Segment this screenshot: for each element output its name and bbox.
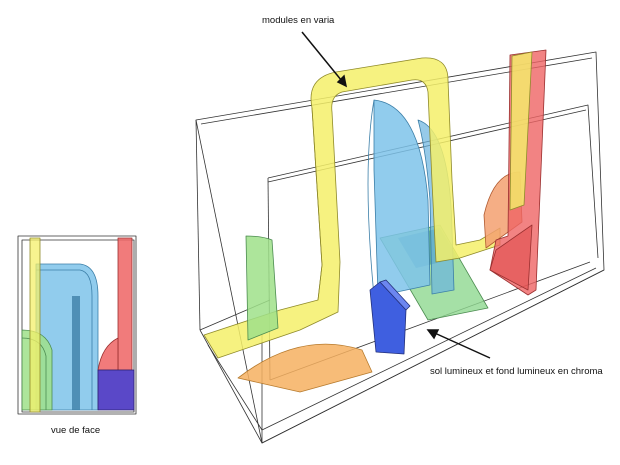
front-yellow-strip — [30, 238, 40, 412]
label-modules-en-varia: modules en varia — [262, 15, 334, 26]
green-fin — [246, 236, 278, 340]
stage-perspective — [196, 50, 604, 443]
orange-floor-arc — [238, 344, 372, 392]
front-teal-bar — [72, 296, 80, 410]
blue-block — [370, 282, 406, 354]
label-sol-lumineux: sol lumineux et fond lumineux en chroma — [430, 366, 603, 377]
front-view — [18, 236, 136, 414]
front-purple-block — [98, 370, 134, 410]
label-vue-de-face: vue de face — [51, 425, 100, 436]
front-red-strip — [118, 238, 132, 370]
